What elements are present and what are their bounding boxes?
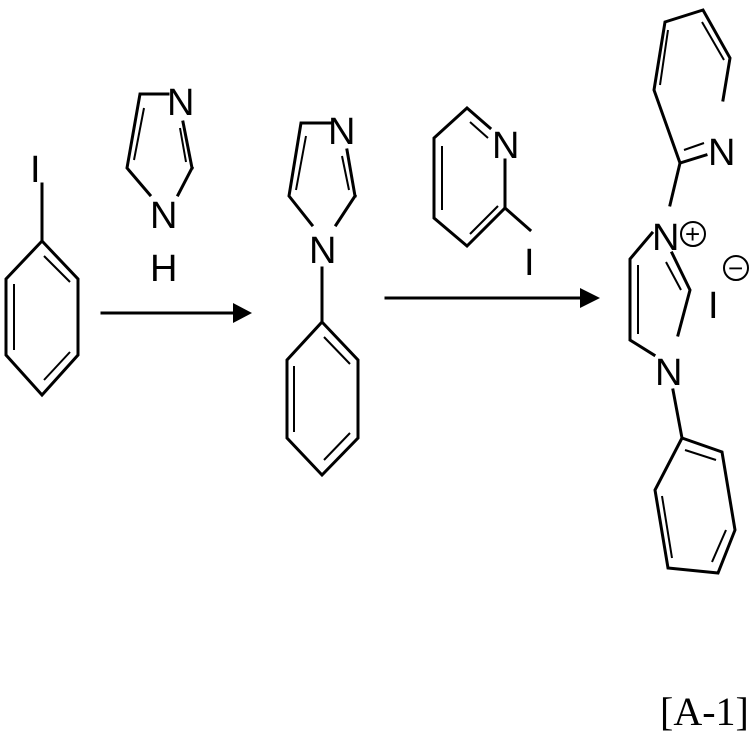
atom-label-I: I	[524, 242, 535, 284]
atom-label-N: N	[708, 132, 735, 174]
atom-label-N: N	[492, 125, 519, 167]
atom-label-I: I	[30, 149, 41, 191]
iodopyridine: N I	[434, 108, 535, 284]
counterion-I: I	[708, 285, 719, 327]
imidazole: N N H	[127, 82, 194, 290]
atom-label-N-plus: N	[652, 217, 679, 259]
minus-sign: −	[728, 253, 743, 283]
atom-label-N: N	[328, 111, 355, 153]
product-imidazolium-iodide: N N + N I −	[630, 10, 748, 573]
atom-label-H: H	[150, 248, 177, 290]
reaction-arrow-2	[386, 288, 600, 308]
atom-label-N: N	[309, 230, 336, 272]
iodobenzene: I	[6, 149, 78, 395]
atom-label-N: N	[167, 82, 194, 124]
phenylimidazole: N N	[287, 111, 358, 475]
atom-label-N: N	[150, 195, 177, 237]
compound-label: [A-1]	[660, 689, 749, 734]
plus-sign: +	[685, 219, 700, 249]
atom-label-N: N	[655, 352, 682, 394]
reaction-arrow-1	[102, 303, 252, 323]
